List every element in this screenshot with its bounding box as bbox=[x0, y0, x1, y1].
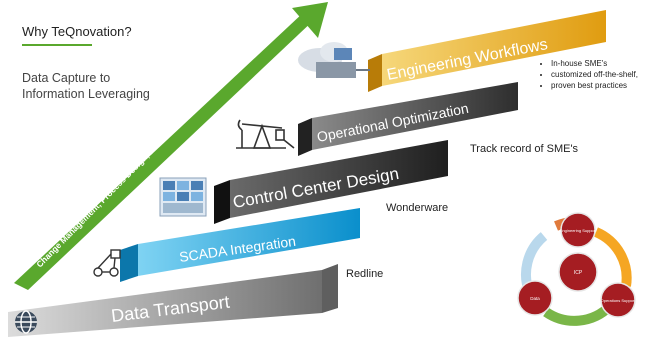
cycle-node-center bbox=[558, 252, 598, 292]
diagonal-arrow-shaft bbox=[14, 12, 316, 290]
cycle-arrow-bottom bbox=[543, 302, 614, 326]
band-face bbox=[8, 270, 322, 337]
band-fold bbox=[214, 180, 230, 224]
page-title: Why TeQnovation? bbox=[22, 24, 132, 39]
band-fold bbox=[298, 118, 312, 156]
cycle-node-top bbox=[560, 212, 596, 248]
cycle-node-center-label: ICP bbox=[574, 270, 583, 276]
subtitle-line-2: Information Leveraging bbox=[22, 87, 150, 101]
globe-icon bbox=[15, 310, 37, 334]
band-data-transport: Data Transport bbox=[8, 264, 338, 337]
subtitle: Data Capture to Information Leveraging bbox=[22, 70, 150, 102]
band-face bbox=[138, 208, 360, 276]
track-record-label: Track record of SME's bbox=[470, 143, 579, 155]
band-fold bbox=[120, 244, 138, 282]
control-center-screens-icon bbox=[159, 177, 207, 217]
cycle-node-top-label: Engineering Support bbox=[560, 228, 597, 233]
cycle-node-left-label: Data bbox=[530, 296, 540, 301]
title-underline bbox=[22, 44, 92, 46]
band-fold bbox=[322, 264, 338, 313]
cycle-node-right bbox=[600, 282, 636, 318]
band-face bbox=[382, 10, 606, 86]
band-face bbox=[230, 140, 448, 218]
network-nodes-icon bbox=[93, 249, 121, 277]
sme-bullet-item: In-house SME's bbox=[551, 58, 653, 69]
cycle-diagram: ICP Engineering Support Data Operations … bbox=[517, 212, 637, 326]
sme-bullet-item: proven best practices bbox=[551, 80, 653, 91]
band-fold bbox=[368, 54, 382, 92]
oil-pumpjack-icon bbox=[236, 119, 295, 149]
sme-bullet-item: customized off-the-shelf, bbox=[551, 69, 653, 80]
band-face bbox=[312, 82, 518, 150]
redline-label: Redline bbox=[346, 268, 384, 280]
cycle-node-left bbox=[517, 280, 553, 316]
cloud-server-icon bbox=[298, 42, 370, 78]
diagonal-arrow-head bbox=[292, 2, 328, 38]
cycle-node-right-label: Operations Support bbox=[601, 298, 637, 303]
subtitle-line-1: Data Capture to bbox=[22, 71, 111, 85]
wonderware-label: Wonderware bbox=[386, 202, 449, 214]
sme-bullet-list: In-house SME's customized off-the-shelf,… bbox=[541, 58, 653, 91]
cycle-arrow-top-right bbox=[593, 227, 632, 287]
